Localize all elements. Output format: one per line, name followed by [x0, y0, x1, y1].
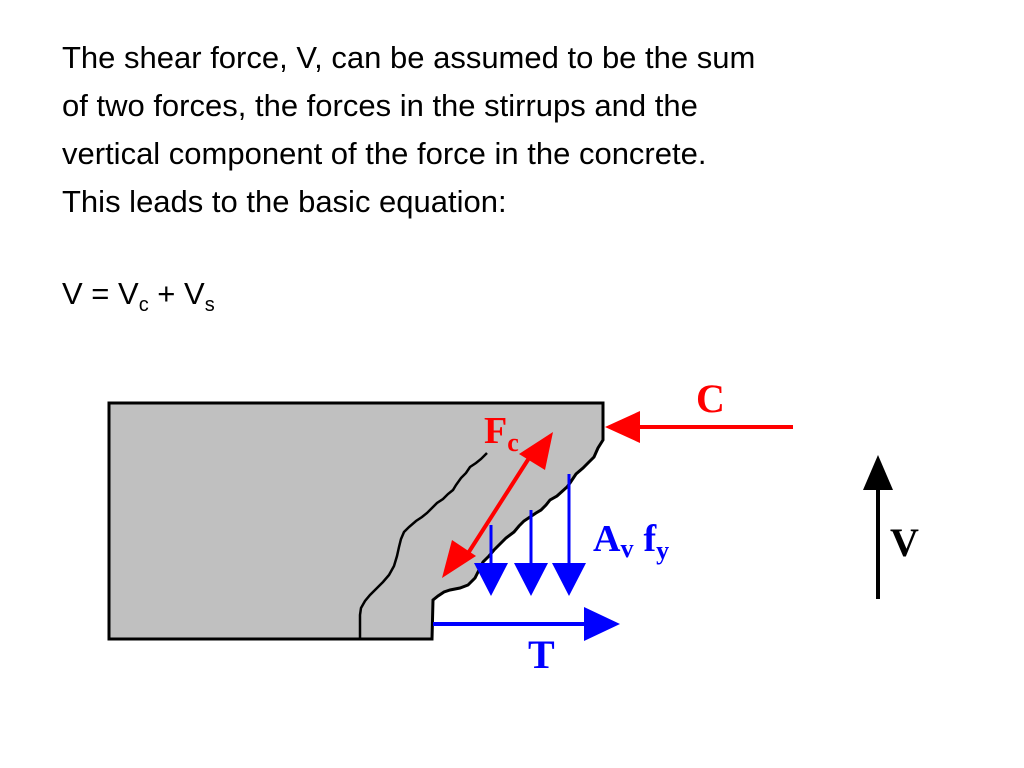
tension-arrow-head [584, 607, 620, 641]
fy-label-sub: y [656, 536, 669, 565]
beam-body [107, 401, 605, 641]
av-label-sub: v [620, 534, 633, 563]
equation-lhs: V = V [62, 276, 139, 311]
av-label-main: A [593, 518, 621, 560]
fc-label: Fc [484, 410, 519, 457]
compression-label: C [696, 376, 725, 421]
stirrup-arrow-3-head [552, 563, 586, 596]
body-paragraph: The shear force, V, can be assumed to be… [62, 34, 992, 226]
equation-sub-c: c [138, 294, 149, 316]
fc-label-main: F [484, 410, 507, 452]
fc-arrow-shaft [463, 453, 533, 560]
tension-label: T [528, 632, 555, 677]
shear-equation: V = Vc + Vs [62, 270, 215, 318]
paragraph-line-4: This leads to the basic equation: [62, 184, 507, 219]
fy-label-main: f [643, 518, 657, 560]
shear-label: V [890, 520, 919, 565]
crack-line [358, 452, 488, 639]
stirrup-arrow-1-head [474, 563, 508, 596]
fc-arrow-head-upper [519, 432, 553, 470]
shear-arrow-head [863, 455, 893, 490]
equation-plus: + V [148, 276, 205, 311]
fc-arrow-head-lower [442, 540, 476, 578]
paragraph-line-1: The shear force, V, can be assumed to be… [62, 40, 756, 75]
compression-arrow-head [605, 411, 640, 443]
equation-sub-s: s [204, 294, 215, 316]
stirrup-arrow-2-head [514, 563, 548, 596]
paragraph-line-2: of two forces, the forces in the stirrup… [62, 88, 698, 123]
fc-label-sub: c [507, 428, 519, 457]
paragraph-line-3: vertical component of the force in the c… [62, 136, 707, 171]
